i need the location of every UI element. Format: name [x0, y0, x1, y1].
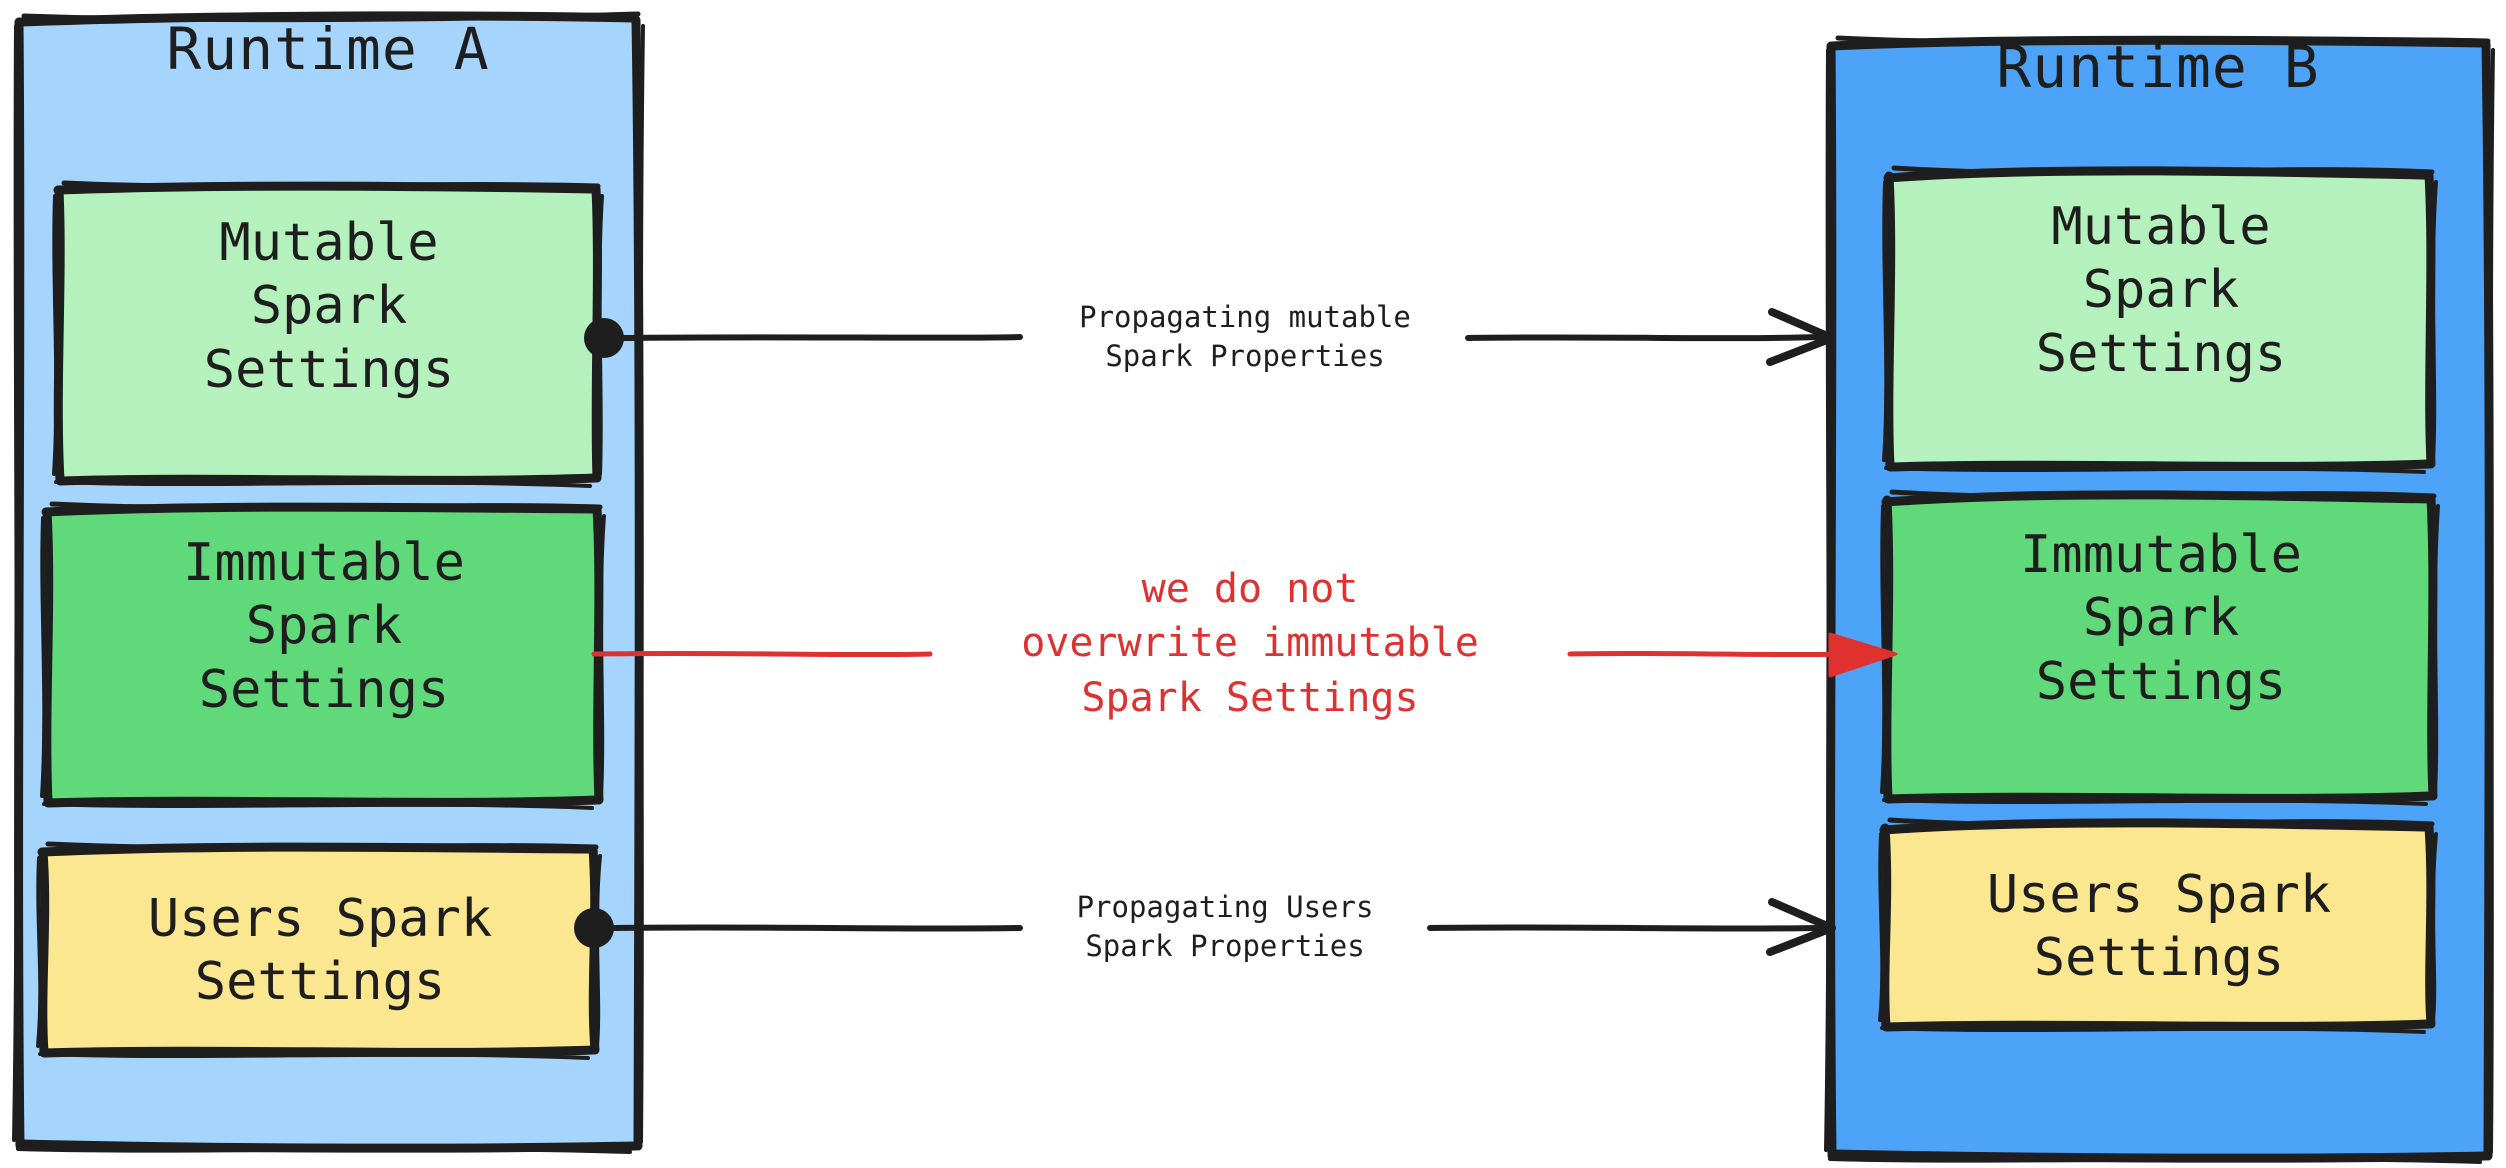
- box-label-immutable-a: Immutable Spark Settings: [183, 533, 465, 720]
- arrowhead: [1766, 898, 1836, 956]
- connector-label-mutable: Propagating mutable Spark Properties: [1079, 300, 1411, 374]
- arrowhead: [1828, 632, 1898, 678]
- runtime-b-title: Runtime B: [1996, 33, 2320, 101]
- box-label-users-b: Users Spark Settings: [1986, 865, 2332, 989]
- box-label-mutable-a: Mutable Spark Settings: [203, 213, 455, 400]
- runtime-a-title: Runtime A: [166, 15, 490, 83]
- box-label-users-a: Users Spark Settings: [147, 889, 493, 1013]
- box-label-immutable-b: Immutable Spark Settings: [2020, 525, 2302, 712]
- arrowhead: [1766, 308, 1836, 366]
- connector-label-users: Propagating Users Spark Properties: [1076, 890, 1374, 964]
- box-label-mutable-b: Mutable Spark Settings: [2035, 197, 2287, 384]
- connector-label-immutable: we do not overwrite immutable Spark Sett…: [1021, 566, 1479, 721]
